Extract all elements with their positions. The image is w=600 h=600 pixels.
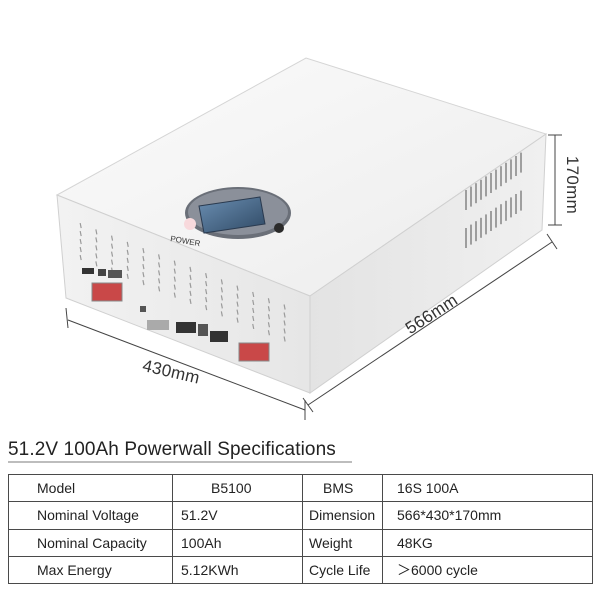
table-row: Nominal Voltage 51.2V Dimension 566*430*… bbox=[8, 501, 593, 530]
title-underline bbox=[8, 461, 352, 463]
spec-value: 51.2V bbox=[172, 501, 303, 530]
spec-table: Model B5100 BMS 16S 100A Nominal Voltage… bbox=[8, 473, 593, 585]
dimension-lines bbox=[65, 134, 562, 420]
spec-label: Weight bbox=[302, 528, 383, 557]
spec-value: 100Ah bbox=[172, 528, 303, 557]
spec-value: ＞6000 cycle bbox=[382, 555, 593, 585]
spec-label: Max Energy bbox=[8, 555, 173, 585]
front-vents bbox=[79, 222, 286, 342]
spec-title: 51.2V 100Ah Powerwall Specifications bbox=[8, 439, 336, 460]
spec-value: 5.12KWh bbox=[172, 555, 303, 585]
spec-value: 48KG bbox=[382, 528, 593, 557]
spec-value: B5100 bbox=[172, 473, 303, 503]
spec-label: Dimension bbox=[302, 501, 383, 530]
spec-label: Model bbox=[8, 473, 173, 503]
spec-label: Nominal Voltage bbox=[8, 501, 173, 530]
battery-product-image: POWER bbox=[55, 57, 562, 420]
front-connectors bbox=[82, 268, 270, 362]
battery-right-face bbox=[309, 133, 547, 394]
table-row: Nominal Capacity 100Ah Weight 48KG bbox=[8, 528, 593, 557]
spec-label: Nominal Capacity bbox=[8, 528, 173, 557]
side-vents bbox=[465, 152, 522, 248]
dimension-height-label: 170mm bbox=[563, 155, 582, 215]
spec-label: BMS bbox=[302, 473, 383, 503]
spec-value: 566*430*170mm bbox=[382, 501, 593, 530]
display-panel bbox=[184, 187, 291, 239]
spec-value: 16S 100A bbox=[382, 473, 593, 503]
spec-value-text: B5100 bbox=[211, 480, 252, 497]
table-row: Model B5100 BMS 16S 100A bbox=[8, 473, 593, 503]
spec-label: Cycle Life bbox=[302, 555, 383, 585]
table-row: Max Energy 5.12KWh Cycle Life ＞6000 cycl… bbox=[8, 555, 593, 585]
